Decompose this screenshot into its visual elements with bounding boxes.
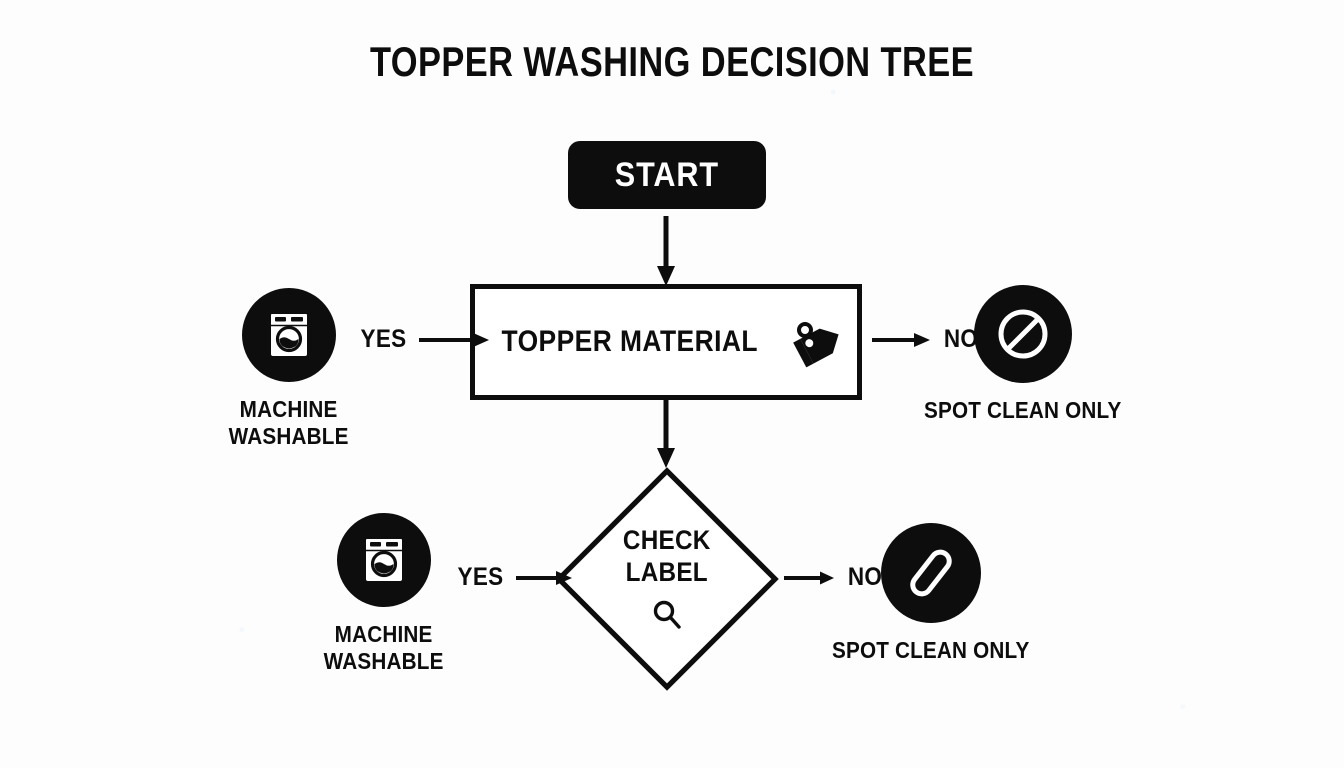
washing-machine-badge-1[interactable] bbox=[242, 288, 336, 382]
washing-machine-icon bbox=[271, 314, 307, 356]
edge-material-no-label: NO bbox=[943, 325, 979, 353]
caption-line-1: MACHINE bbox=[240, 396, 338, 422]
start-node-label: START bbox=[614, 155, 720, 194]
washing-machine-icon bbox=[366, 539, 402, 581]
caption-line-1: SPOT CLEAN ONLY bbox=[832, 637, 1030, 663]
node-check-label[interactable]: CHECK LABEL bbox=[555, 466, 779, 692]
edge-check-label-yes-label: YES bbox=[457, 563, 504, 591]
outcome-machine-washable-1[interactable]: MACHINE WASHABLE bbox=[210, 288, 368, 450]
prohibition-badge-1[interactable] bbox=[974, 285, 1072, 383]
cloth-wipe-badge[interactable] bbox=[881, 523, 981, 623]
prohibition-icon bbox=[998, 309, 1048, 359]
edge-check-label-yes: YES bbox=[455, 563, 574, 592]
edge-check-label-no-label: NO bbox=[847, 563, 883, 591]
washing-machine-badge-2[interactable] bbox=[337, 513, 431, 607]
page-title: TOPPER WASHING DECISION TREE bbox=[369, 38, 975, 85]
edge-material-no: NO bbox=[872, 325, 980, 354]
outcome-spot-clean-2-caption: SPOT CLEAN ONLY bbox=[832, 637, 1029, 664]
start-node[interactable]: START bbox=[568, 141, 766, 209]
caption-line-2: WASHABLE bbox=[324, 648, 444, 675]
arrow-material-yes bbox=[418, 331, 489, 348]
outcome-machine-washable-2[interactable]: MACHINE WASHABLE bbox=[305, 513, 463, 675]
cloth-wipe-icon bbox=[910, 549, 952, 597]
node-check-label-content: CHECK LABEL bbox=[558, 466, 776, 692]
outcome-spot-clean-2[interactable]: SPOT CLEAN ONLY bbox=[832, 523, 1030, 664]
outcome-machine-washable-2-caption: MACHINE WASHABLE bbox=[324, 621, 444, 675]
caption-line-1: MACHINE bbox=[335, 621, 433, 647]
arrow-material-no bbox=[872, 332, 930, 347]
caption-line-1: SPOT CLEAN ONLY bbox=[924, 397, 1122, 423]
arrow-check-label-no bbox=[784, 571, 834, 584]
node-check-label-line2: LABEL bbox=[625, 557, 709, 587]
arrow-material-to-check-label bbox=[657, 400, 675, 468]
outcome-spot-clean-1-caption: SPOT CLEAN ONLY bbox=[924, 397, 1121, 424]
price-tag-icon bbox=[792, 322, 839, 368]
arrow-check-label-yes bbox=[515, 570, 572, 585]
node-topper-material-label: TOPPER MATERIAL bbox=[501, 325, 759, 358]
arrow-start-to-material bbox=[657, 216, 675, 286]
caption-line-2: WASHABLE bbox=[229, 423, 349, 450]
edge-material-yes: YES bbox=[358, 325, 491, 354]
edge-check-label-no: NO bbox=[784, 563, 884, 592]
node-check-label-line1: CHECK bbox=[623, 524, 711, 555]
magnifier-icon bbox=[653, 601, 681, 629]
outcome-spot-clean-1[interactable]: SPOT CLEAN ONLY bbox=[924, 285, 1122, 424]
node-topper-material[interactable]: TOPPER MATERIAL bbox=[470, 284, 862, 400]
outcome-machine-washable-1-caption: MACHINE WASHABLE bbox=[229, 396, 349, 450]
edge-material-yes-label: YES bbox=[360, 325, 407, 353]
